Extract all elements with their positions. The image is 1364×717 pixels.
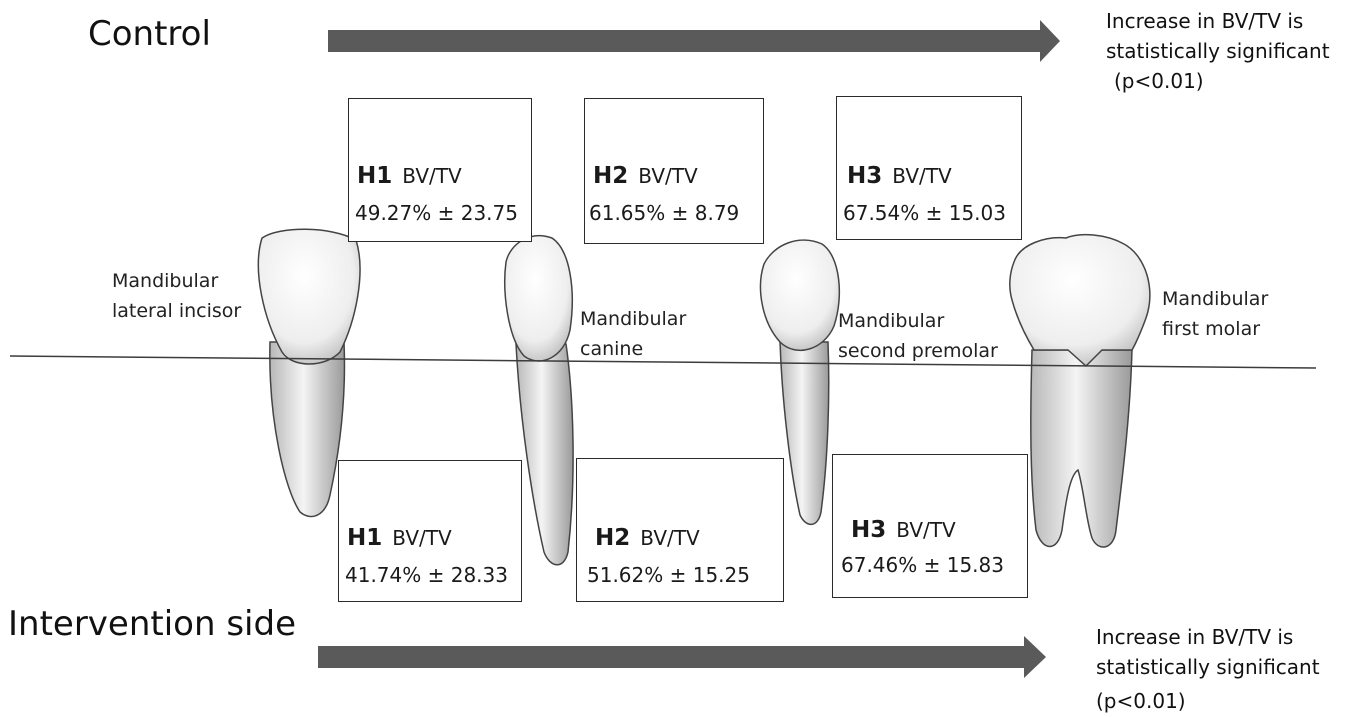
second-premolar-label-line-2: second premolar <box>838 340 998 362</box>
second-premolar-tooth-icon <box>759 239 841 526</box>
lateral-incisor-label-line-2: lateral incisor <box>112 300 242 322</box>
control-h2-metric: BV/TV <box>638 164 698 188</box>
control-significance-note: Increase in BV/TV is statistically signi… <box>1106 6 1330 96</box>
canine-tooth-icon <box>504 234 574 566</box>
intervention-h1-value: 41.74% ± 28.33 <box>345 563 508 587</box>
intervention-significance-line-1: Increase in BV/TV is <box>1096 625 1294 649</box>
control-significance-line-3: (p<0.01) <box>1114 69 1204 93</box>
intervention-h3-value: 67.46% ± 15.83 <box>841 553 1004 577</box>
control-arrow-icon <box>328 20 1060 62</box>
canine-label-line-1: Mandibular <box>580 308 687 330</box>
intervention-significance-note: Increase in BV/TV is statistically signi… <box>1096 622 1320 716</box>
control-h1-value: 49.27% ± 23.75 <box>355 201 518 225</box>
control-h3-metric: BV/TV <box>892 164 952 188</box>
lateral-incisor-label: Mandibular lateral incisor <box>112 266 241 326</box>
lateral-incisor-tooth-icon <box>257 228 361 518</box>
intervention-h1-id: H1 <box>347 525 383 551</box>
control-h1-header: H1 BV/TV <box>357 163 462 189</box>
intervention-h3-metric: BV/TV <box>896 518 956 542</box>
intervention-h2-header: H2 BV/TV <box>595 525 700 551</box>
intervention-h1-header: H1 BV/TV <box>347 525 452 551</box>
intervention-arrow-icon <box>318 636 1046 678</box>
control-significance-line-2: statistically significant <box>1106 39 1330 63</box>
control-h1-id: H1 <box>357 163 393 189</box>
control-h3-box: H3 BV/TV 67.54% ± 15.03 <box>836 96 1022 240</box>
first-molar-label: Mandibular first molar <box>1162 284 1268 344</box>
gumline <box>9 355 1317 369</box>
intervention-h1-metric: BV/TV <box>392 526 452 550</box>
intervention-h3-id: H3 <box>851 517 887 543</box>
canine-label: Mandibular canine <box>580 304 686 364</box>
lateral-incisor-label-line-1: Mandibular <box>112 270 219 292</box>
second-premolar-label: Mandibular second premolar <box>838 306 998 366</box>
control-significance-line-1: Increase in BV/TV is <box>1106 9 1304 33</box>
intervention-h2-box: H2 BV/TV 51.62% ± 15.25 <box>576 458 784 602</box>
first-molar-tooth-icon <box>1009 233 1151 548</box>
control-h3-id: H3 <box>847 163 883 189</box>
intervention-h2-id: H2 <box>595 525 631 551</box>
control-h3-value: 67.54% ± 15.03 <box>843 201 1006 225</box>
intervention-h2-value: 51.62% ± 15.25 <box>587 563 750 587</box>
control-h2-box: H2 BV/TV 61.65% ± 8.79 <box>584 98 764 244</box>
intervention-h1-box: H1 BV/TV 41.74% ± 28.33 <box>338 460 522 602</box>
control-h2-value: 61.65% ± 8.79 <box>589 201 740 225</box>
first-molar-label-line-2: first molar <box>1162 318 1261 340</box>
intervention-h2-metric: BV/TV <box>640 526 700 550</box>
canine-label-line-2: canine <box>580 338 644 360</box>
intervention-significance-line-3: (p<0.01) <box>1096 689 1186 713</box>
control-h3-header: H3 BV/TV <box>847 163 952 189</box>
control-h2-header: H2 BV/TV <box>593 163 698 189</box>
first-molar-label-line-1: Mandibular <box>1162 288 1269 310</box>
intervention-heading: Intervention side <box>8 604 296 644</box>
control-h1-metric: BV/TV <box>402 164 462 188</box>
control-h1-box: H1 BV/TV 49.27% ± 23.75 <box>348 98 532 242</box>
intervention-significance-line-2: statistically significant <box>1096 655 1320 679</box>
second-premolar-label-line-1: Mandibular <box>838 310 945 332</box>
intervention-h3-header: H3 BV/TV <box>851 517 956 543</box>
intervention-h3-box: H3 BV/TV 67.46% ± 15.83 <box>832 454 1028 598</box>
control-h2-id: H2 <box>593 163 629 189</box>
control-heading: Control <box>88 14 211 54</box>
